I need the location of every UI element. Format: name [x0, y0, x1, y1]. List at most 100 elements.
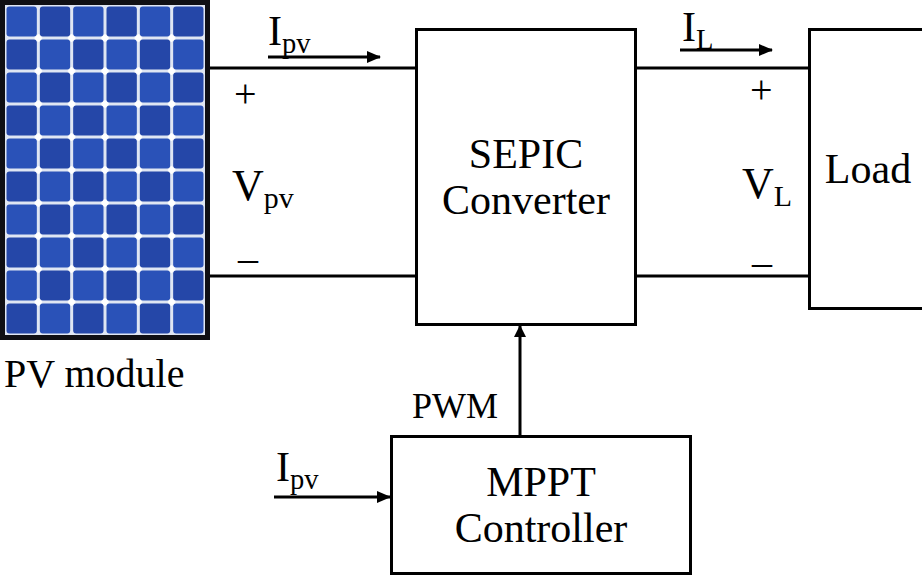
- solar-cell: [40, 271, 70, 301]
- solar-cell: [107, 139, 137, 169]
- connector-wire: [210, 67, 415, 70]
- box-label: Load: [825, 146, 911, 192]
- solar-cell: [7, 73, 37, 103]
- solar-cell: [7, 40, 37, 70]
- cell-joint: [34, 100, 42, 108]
- cell-joint: [134, 34, 142, 42]
- polarity-sign: –: [238, 238, 258, 278]
- cell-joint: [134, 100, 142, 108]
- cell-joint: [167, 265, 175, 273]
- cell-joint: [67, 298, 75, 306]
- cell-joint: [101, 199, 109, 207]
- solar-cell: [107, 73, 137, 103]
- cell-joint: [134, 199, 142, 207]
- solar-cell: [73, 139, 103, 169]
- solar-cell: [40, 238, 70, 268]
- cell-joint: [67, 265, 75, 273]
- solar-cell: [73, 238, 103, 268]
- cell-joint: [34, 265, 42, 273]
- cell-joint: [167, 34, 175, 42]
- cell-joint: [101, 34, 109, 42]
- voltage-label: VL: [742, 162, 792, 206]
- cell-joint: [67, 100, 75, 108]
- cell-joint: [67, 34, 75, 42]
- pv-panel: [0, 0, 210, 340]
- solar-cell: [73, 73, 103, 103]
- connector-wire: [637, 67, 808, 70]
- solar-cell: [107, 106, 137, 136]
- solar-cell: [140, 73, 170, 103]
- solar-cell: [40, 304, 70, 334]
- converter-box: SEPIC Converter: [415, 28, 637, 326]
- solar-cell: [107, 271, 137, 301]
- panel-frame: [0, 0, 210, 340]
- load-box: Load: [808, 28, 922, 310]
- solar-cell: [140, 139, 170, 169]
- solar-cell: [40, 40, 70, 70]
- module-caption: PV module: [0, 352, 212, 396]
- solar-cell: [173, 304, 203, 334]
- signal-label: PWM: [412, 388, 498, 424]
- cell-joint: [134, 298, 142, 306]
- solar-cell: [173, 106, 203, 136]
- cell-joint: [34, 232, 42, 240]
- box-label: MPPT Controller: [402, 459, 680, 551]
- cell-joint: [67, 67, 75, 75]
- solar-cell: [7, 7, 37, 37]
- cell-joint: [101, 67, 109, 75]
- solar-cell: [73, 172, 103, 202]
- solar-cell: [40, 7, 70, 37]
- current-label: Ipv: [276, 446, 319, 488]
- cell-joint: [34, 34, 42, 42]
- connector-wire: [637, 275, 808, 278]
- solar-cell: [173, 139, 203, 169]
- solar-cell: [40, 106, 70, 136]
- solar-cell: [73, 40, 103, 70]
- solar-cell: [140, 205, 170, 235]
- solar-cell: [107, 238, 137, 268]
- solar-cell: [40, 172, 70, 202]
- solar-cell: [7, 238, 37, 268]
- connector-wire: [519, 326, 522, 435]
- cell-joint: [34, 166, 42, 174]
- cell-joint: [34, 67, 42, 75]
- box-label: SEPIC Converter: [427, 131, 625, 223]
- solar-cell: [107, 304, 137, 334]
- solar-cell: [7, 106, 37, 136]
- polarity-sign: +: [750, 70, 773, 110]
- solar-cell: [107, 205, 137, 235]
- solar-cell: [173, 205, 203, 235]
- polarity-sign: +: [234, 74, 257, 114]
- solar-cell: [173, 40, 203, 70]
- cell-joint: [134, 232, 142, 240]
- solar-cell: [73, 304, 103, 334]
- cell-joint: [34, 199, 42, 207]
- cell-joint: [67, 232, 75, 240]
- solar-cell: [140, 271, 170, 301]
- solar-cell: [40, 205, 70, 235]
- cell-joint: [101, 232, 109, 240]
- panel-grid: [5, 5, 205, 335]
- controller-box: MPPT Controller: [390, 435, 692, 575]
- cell-joint: [67, 199, 75, 207]
- cell-joint: [34, 133, 42, 141]
- solar-cell: [173, 7, 203, 37]
- cell-joint: [101, 298, 109, 306]
- solar-cell: [73, 271, 103, 301]
- cell-joint: [167, 166, 175, 174]
- solar-cell: [173, 271, 203, 301]
- cell-joint: [167, 133, 175, 141]
- cell-joint: [167, 232, 175, 240]
- cell-joint: [101, 100, 109, 108]
- cell-joint: [67, 166, 75, 174]
- solar-cell: [73, 7, 103, 37]
- solar-cell: [7, 271, 37, 301]
- solar-cell: [140, 238, 170, 268]
- cell-joint: [67, 133, 75, 141]
- input-arrow: [274, 496, 390, 499]
- solar-cell: [140, 40, 170, 70]
- cell-joint: [134, 265, 142, 273]
- solar-cell: [40, 139, 70, 169]
- solar-cell: [73, 205, 103, 235]
- cell-joint: [167, 67, 175, 75]
